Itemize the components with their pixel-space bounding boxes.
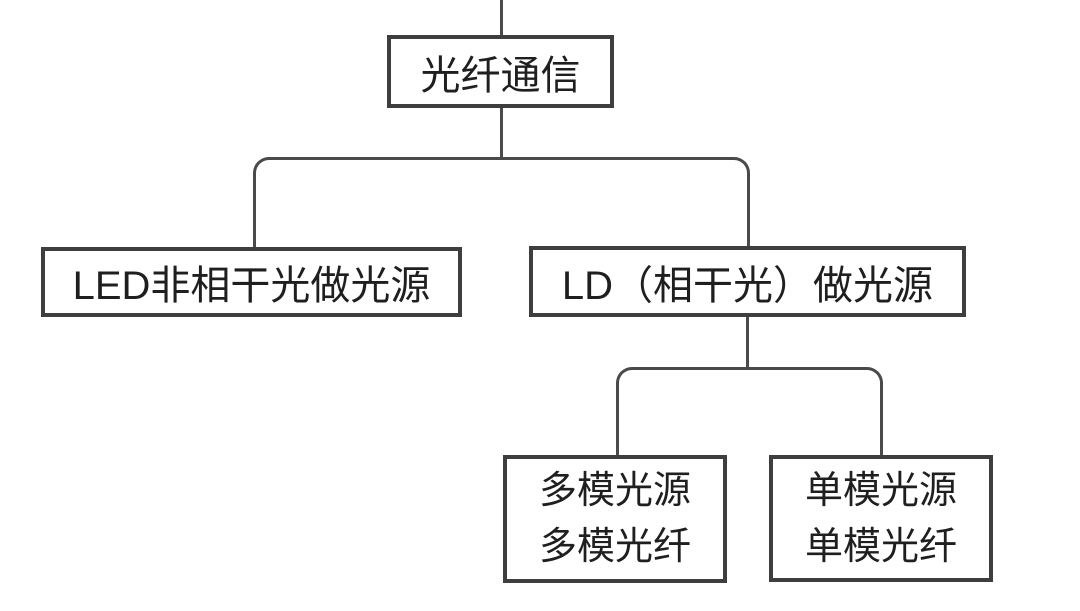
connector-bracket-ld-children [616,367,883,455]
node-label-line1: 多模光源 [538,470,691,512]
node-led-noncoherent-source: LED非相干光做光源 [41,247,462,317]
node-label-line2: 单模光纤 [804,525,957,568]
connector-stem-root-to-children [500,106,503,159]
node-ld-coherent-source: LD（相干光）做光源 [529,246,966,317]
node-label: 光纤通信 [420,53,581,98]
node-label: LD（相干光）做光源 [561,263,934,308]
node-fiber-optic-communication: 光纤通信 [387,35,614,108]
connector-bracket-root-children [253,157,750,247]
node-multimode: 多模光源 多模光纤 [503,455,727,583]
node-label: LED非相干光做光源 [72,264,431,308]
connector-stem-above-root [500,0,503,37]
node-label-line2: 多模光纤 [538,526,691,568]
node-singlemode: 单模光源 单模光纤 [769,455,993,582]
connector-stem-ld-to-children [746,315,749,369]
node-label-line1: 单模光源 [804,469,957,512]
